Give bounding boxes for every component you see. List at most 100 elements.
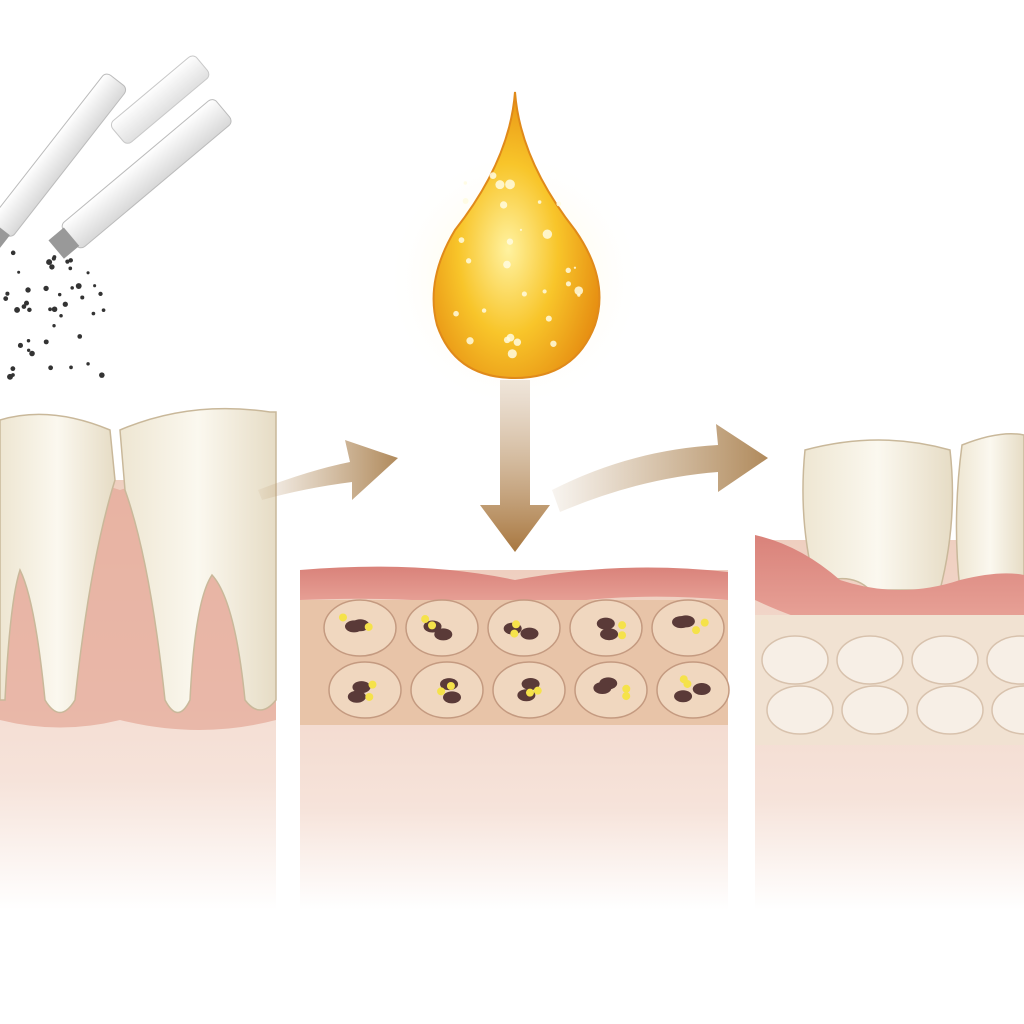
sparkle [545, 315, 552, 322]
particle [11, 373, 15, 377]
sparkle [577, 293, 581, 297]
dark-spot [596, 617, 615, 630]
dark-spot [347, 690, 366, 703]
particle [80, 295, 85, 300]
tooth [802, 439, 954, 591]
dark-spot [351, 619, 370, 632]
glow-spot [700, 618, 709, 627]
glow-spot [428, 621, 437, 630]
sparkle [537, 200, 542, 204]
particle [62, 301, 68, 307]
cell [651, 599, 725, 657]
sparkle [519, 228, 523, 231]
particle [77, 334, 83, 339]
gum-layer [755, 535, 1024, 636]
sparkle [556, 201, 562, 207]
sparkle [465, 258, 472, 264]
sparkle [463, 181, 468, 185]
particle [70, 286, 74, 290]
cell [487, 599, 561, 657]
arrow-right-icon [258, 440, 398, 500]
particle [91, 311, 96, 316]
dark-spot [443, 691, 462, 704]
dark-spot [674, 690, 693, 703]
cell [991, 685, 1024, 735]
particle [43, 285, 49, 292]
particle [10, 250, 16, 256]
sparkle [506, 238, 514, 245]
cell [911, 635, 979, 685]
sparkle [513, 338, 522, 346]
particle [10, 366, 16, 372]
tooth [955, 433, 1024, 591]
tooth [119, 407, 277, 714]
particle [25, 287, 31, 293]
particle [98, 291, 103, 297]
particle [17, 270, 21, 274]
sparkle [503, 336, 511, 344]
dark-spot [692, 683, 711, 696]
sparkle [495, 180, 505, 190]
sparkle [574, 286, 584, 295]
glow-spot [437, 687, 446, 696]
glow-spot [692, 626, 701, 635]
cell [841, 685, 909, 735]
particle [49, 264, 55, 270]
healthy-cells [761, 635, 1024, 735]
particle [69, 365, 73, 370]
particle [46, 259, 53, 266]
sparkle [489, 172, 497, 180]
cell [766, 685, 834, 735]
sparkle [481, 308, 487, 313]
cell [574, 661, 648, 719]
sparkle [462, 198, 469, 204]
dark-spot [520, 627, 539, 640]
damaged-cells [323, 599, 730, 719]
particle [65, 259, 70, 264]
arrow-right-icon [552, 424, 768, 512]
sparkle [503, 260, 511, 269]
particle [17, 342, 23, 349]
glow-spot [512, 620, 521, 629]
dark-spot [521, 677, 540, 690]
particle [93, 284, 97, 288]
particle [21, 304, 27, 309]
cell [836, 635, 904, 685]
particle [101, 308, 106, 313]
particle [99, 372, 105, 378]
particle [3, 296, 9, 301]
glow-spot [618, 631, 627, 640]
dark-spot [352, 681, 371, 694]
panel-treatment [300, 566, 730, 910]
particle [57, 292, 62, 297]
sparkle [466, 337, 474, 345]
glow-spot [338, 613, 347, 622]
glow-spot [622, 684, 631, 693]
particle [23, 300, 30, 306]
glow-spot [368, 680, 377, 689]
glow-spot [679, 675, 688, 684]
dark-spot [593, 682, 612, 695]
glow-spot [533, 686, 542, 695]
cell [410, 661, 484, 719]
particle [26, 348, 31, 353]
glow-spot [525, 688, 534, 697]
particle [59, 314, 63, 318]
particle [29, 350, 35, 357]
particle [48, 307, 52, 312]
dark-spot [672, 616, 691, 629]
sparkle [505, 179, 515, 190]
sparkle [573, 266, 577, 269]
particle [68, 258, 73, 263]
particle [27, 307, 32, 313]
glow-spot [446, 682, 455, 691]
dental-applicators-icon [0, 55, 232, 259]
particle [86, 362, 90, 366]
glow-spot [510, 629, 519, 638]
particle [26, 338, 31, 343]
tooth [0, 413, 116, 714]
cell [986, 635, 1024, 685]
sparkle [453, 310, 459, 317]
panel-before [0, 55, 277, 910]
